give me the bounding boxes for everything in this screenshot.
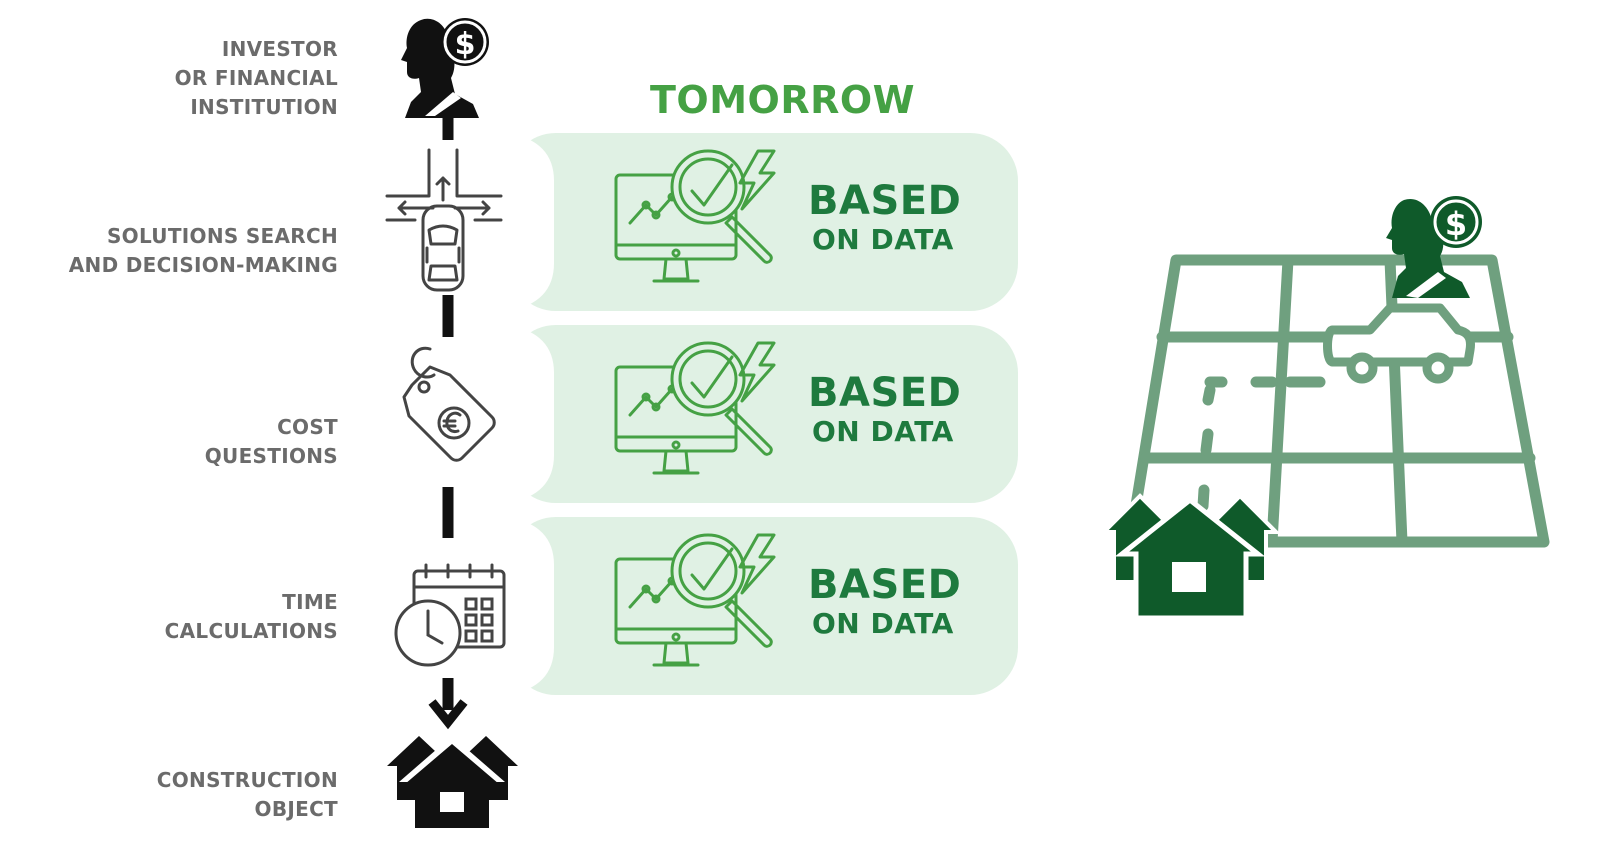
euro-price-tag-icon xyxy=(402,346,496,462)
svg-text:$: $ xyxy=(455,27,476,62)
city-map-investor-houses-icon: $ xyxy=(1100,196,1550,621)
data-analysis-icon xyxy=(614,341,776,475)
step-label-time: TIME CALCULATIONS xyxy=(164,590,338,643)
card-based-text: BASED xyxy=(808,562,962,608)
card-ondata-text: ON DATA xyxy=(812,607,954,640)
step-label-investor: INVESTOR OR FINANCIAL INSTITUTION xyxy=(174,37,338,119)
flow-connector xyxy=(428,118,468,730)
intersection-car-icon xyxy=(385,148,503,292)
data-card: BASED ON DATA xyxy=(508,517,1018,695)
step-label-construction: CONSTRUCTION OBJECT xyxy=(156,768,338,821)
step-label-solutions: SOLUTIONS SEARCH AND DECISION-MAKING xyxy=(68,224,338,277)
data-card: BASED ON DATA xyxy=(508,325,1018,503)
tomorrow-heading: TOMORROW xyxy=(650,78,916,122)
data-analysis-icon xyxy=(614,533,776,667)
arrow-down-icon xyxy=(428,699,468,730)
houses-icon xyxy=(387,736,518,828)
data-analysis-icon xyxy=(614,149,776,283)
card-notch xyxy=(508,133,554,311)
card-notch xyxy=(508,517,554,695)
clock-calendar-icon xyxy=(394,563,506,667)
card-based-text: BASED xyxy=(808,178,962,224)
data-card: BASED ON DATA xyxy=(508,133,1018,311)
card-notch xyxy=(508,325,554,503)
step-label-cost: COST QUESTIONS xyxy=(204,415,338,468)
card-ondata-text: ON DATA xyxy=(812,223,954,256)
svg-text:$: $ xyxy=(1445,205,1467,243)
investor-icon: $ xyxy=(401,18,489,118)
card-based-text: BASED xyxy=(808,370,962,416)
card-ondata-text: ON DATA xyxy=(812,415,954,448)
